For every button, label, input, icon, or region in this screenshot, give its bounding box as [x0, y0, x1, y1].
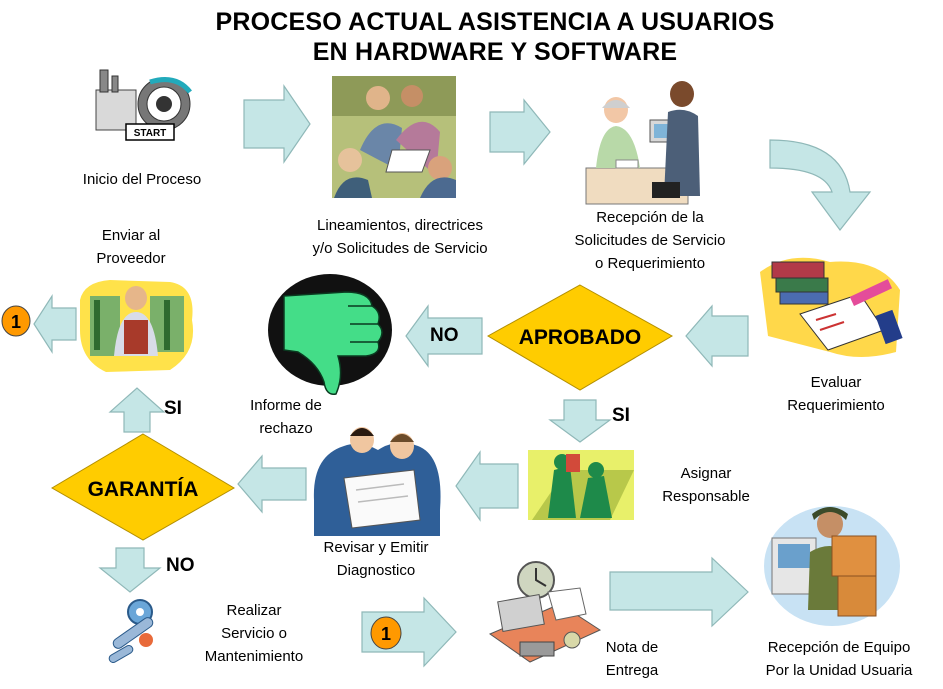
step-service-line3: Mantenimiento: [204, 648, 304, 665]
arrow-delivery-to-receive: [609, 556, 749, 628]
step-reject-line1: Informe de: [250, 397, 322, 414]
arrow-warranty-no-down: [98, 547, 162, 593]
arrow-warranty-yes-up: [108, 387, 166, 433]
step-review-label: Revisar y Emitir Diagnostico: [296, 536, 456, 582]
step-reception-line3: o Requerimiento: [594, 255, 706, 272]
step-reception-label: Recepción de la Solicitudes de Servicio …: [540, 206, 760, 275]
branch-no-approved: NO: [430, 325, 459, 346]
branch-yes-warranty: SI: [164, 398, 182, 419]
step-review-line1: Revisar y Emitir: [323, 539, 429, 556]
step-service-label: Realizar Servicio o Mantenimiento: [184, 599, 324, 668]
arrow-approved-no-to-reject: [405, 304, 483, 368]
branch-no-warranty: NO: [166, 555, 195, 576]
step-evaluate-line1: Evaluar: [810, 374, 862, 391]
step-start-label: Inicio del Proceso: [52, 168, 232, 191]
page-subtitle: EN HARDWARE Y SOFTWARE: [312, 38, 678, 66]
connector-bottom-label: 1: [381, 624, 391, 644]
arrow-assign-to-review: [455, 450, 519, 522]
step-service-line1: Realizar: [226, 602, 282, 619]
arrow-guidelines-to-reception: [489, 98, 551, 166]
branch-yes-approved: SI: [612, 405, 630, 426]
step-assign-line2: Responsable: [662, 488, 750, 505]
step-reception-line1: Recepción de la: [596, 209, 704, 226]
step-reject-line2: rechazo: [259, 420, 313, 437]
delivery-man-boxes-icon: [764, 506, 900, 626]
two-people-reviewing-icon: [313, 427, 441, 536]
decision-warranty: [51, 433, 235, 541]
step-evaluate-label: Evaluar Requerimiento: [766, 371, 906, 417]
step-reject-label: Informe de rechazo: [226, 394, 346, 440]
page-title: PROCESO ACTUAL ASISTENCIA A USUARIOS: [215, 8, 775, 36]
step-receive-line1: Recepción de Equipo: [767, 639, 911, 656]
step-delivery-line2: Entrega: [605, 662, 659, 679]
connector-bottom: 1: [370, 616, 402, 650]
arrow-start-to-guidelines: [243, 84, 311, 164]
arrow-review-to-warranty: [237, 454, 307, 514]
reception-desk-icon: [585, 81, 700, 205]
step-assign-line1: Asignar: [680, 465, 732, 482]
office-desk-icon: [488, 561, 602, 663]
decision-approved: [486, 284, 674, 391]
connector-left: 1: [1, 305, 31, 337]
step-service-line2: Servicio o: [221, 625, 287, 642]
step-delivery-label: Nota de Entrega: [584, 636, 680, 682]
decision-warranty-label: GARANTÍA: [88, 478, 199, 501]
step-reception-line2: Solicitudes de Servicio: [574, 232, 726, 249]
step-evaluate-line2: Requerimiento: [787, 397, 885, 414]
thumbs-down-icon: [268, 274, 392, 395]
step-review-line2: Diagnostico: [336, 562, 416, 579]
chess-pieces-icon: [528, 450, 634, 520]
arrow-reception-to-evaluate: [769, 139, 872, 231]
wrench-gear-icon: [108, 599, 154, 663]
step-assign-label: Asignar Responsable: [640, 462, 772, 508]
start-machine-icon: START: [95, 69, 192, 141]
step-supplier-line2: Proveedor: [96, 250, 166, 267]
step-guidelines-line2: y/o Solicitudes de Servicio: [312, 240, 488, 257]
arrow-supplier-to-connector: [33, 293, 77, 355]
step-start-line1: Inicio del Proceso: [82, 171, 202, 188]
connector-left-label: 1: [11, 312, 21, 332]
step-supplier-label: Enviar al Proveedor: [66, 224, 196, 270]
documents-evaluate-icon: [760, 257, 903, 357]
decision-approved-label: APROBADO: [519, 326, 642, 349]
step-receive-label: Recepción de Equipo Por la Unidad Usuari…: [744, 636, 934, 682]
step-guidelines-line1: Lineamientos, directrices: [317, 217, 483, 234]
arrow-approved-yes-down: [548, 399, 612, 443]
step-supplier-line1: Enviar al: [101, 227, 161, 244]
step-delivery-line1: Nota de: [605, 639, 659, 656]
step-receive-line2: Por la Unidad Usuaria: [765, 662, 913, 679]
step-guidelines-label: Lineamientos, directrices y/o Solicitude…: [280, 214, 520, 260]
shop-vendor-icon: [80, 280, 194, 372]
arrow-evaluate-to-approved: [685, 304, 749, 368]
svg-text:START: START: [134, 128, 167, 139]
meeting-icon: [332, 76, 456, 198]
